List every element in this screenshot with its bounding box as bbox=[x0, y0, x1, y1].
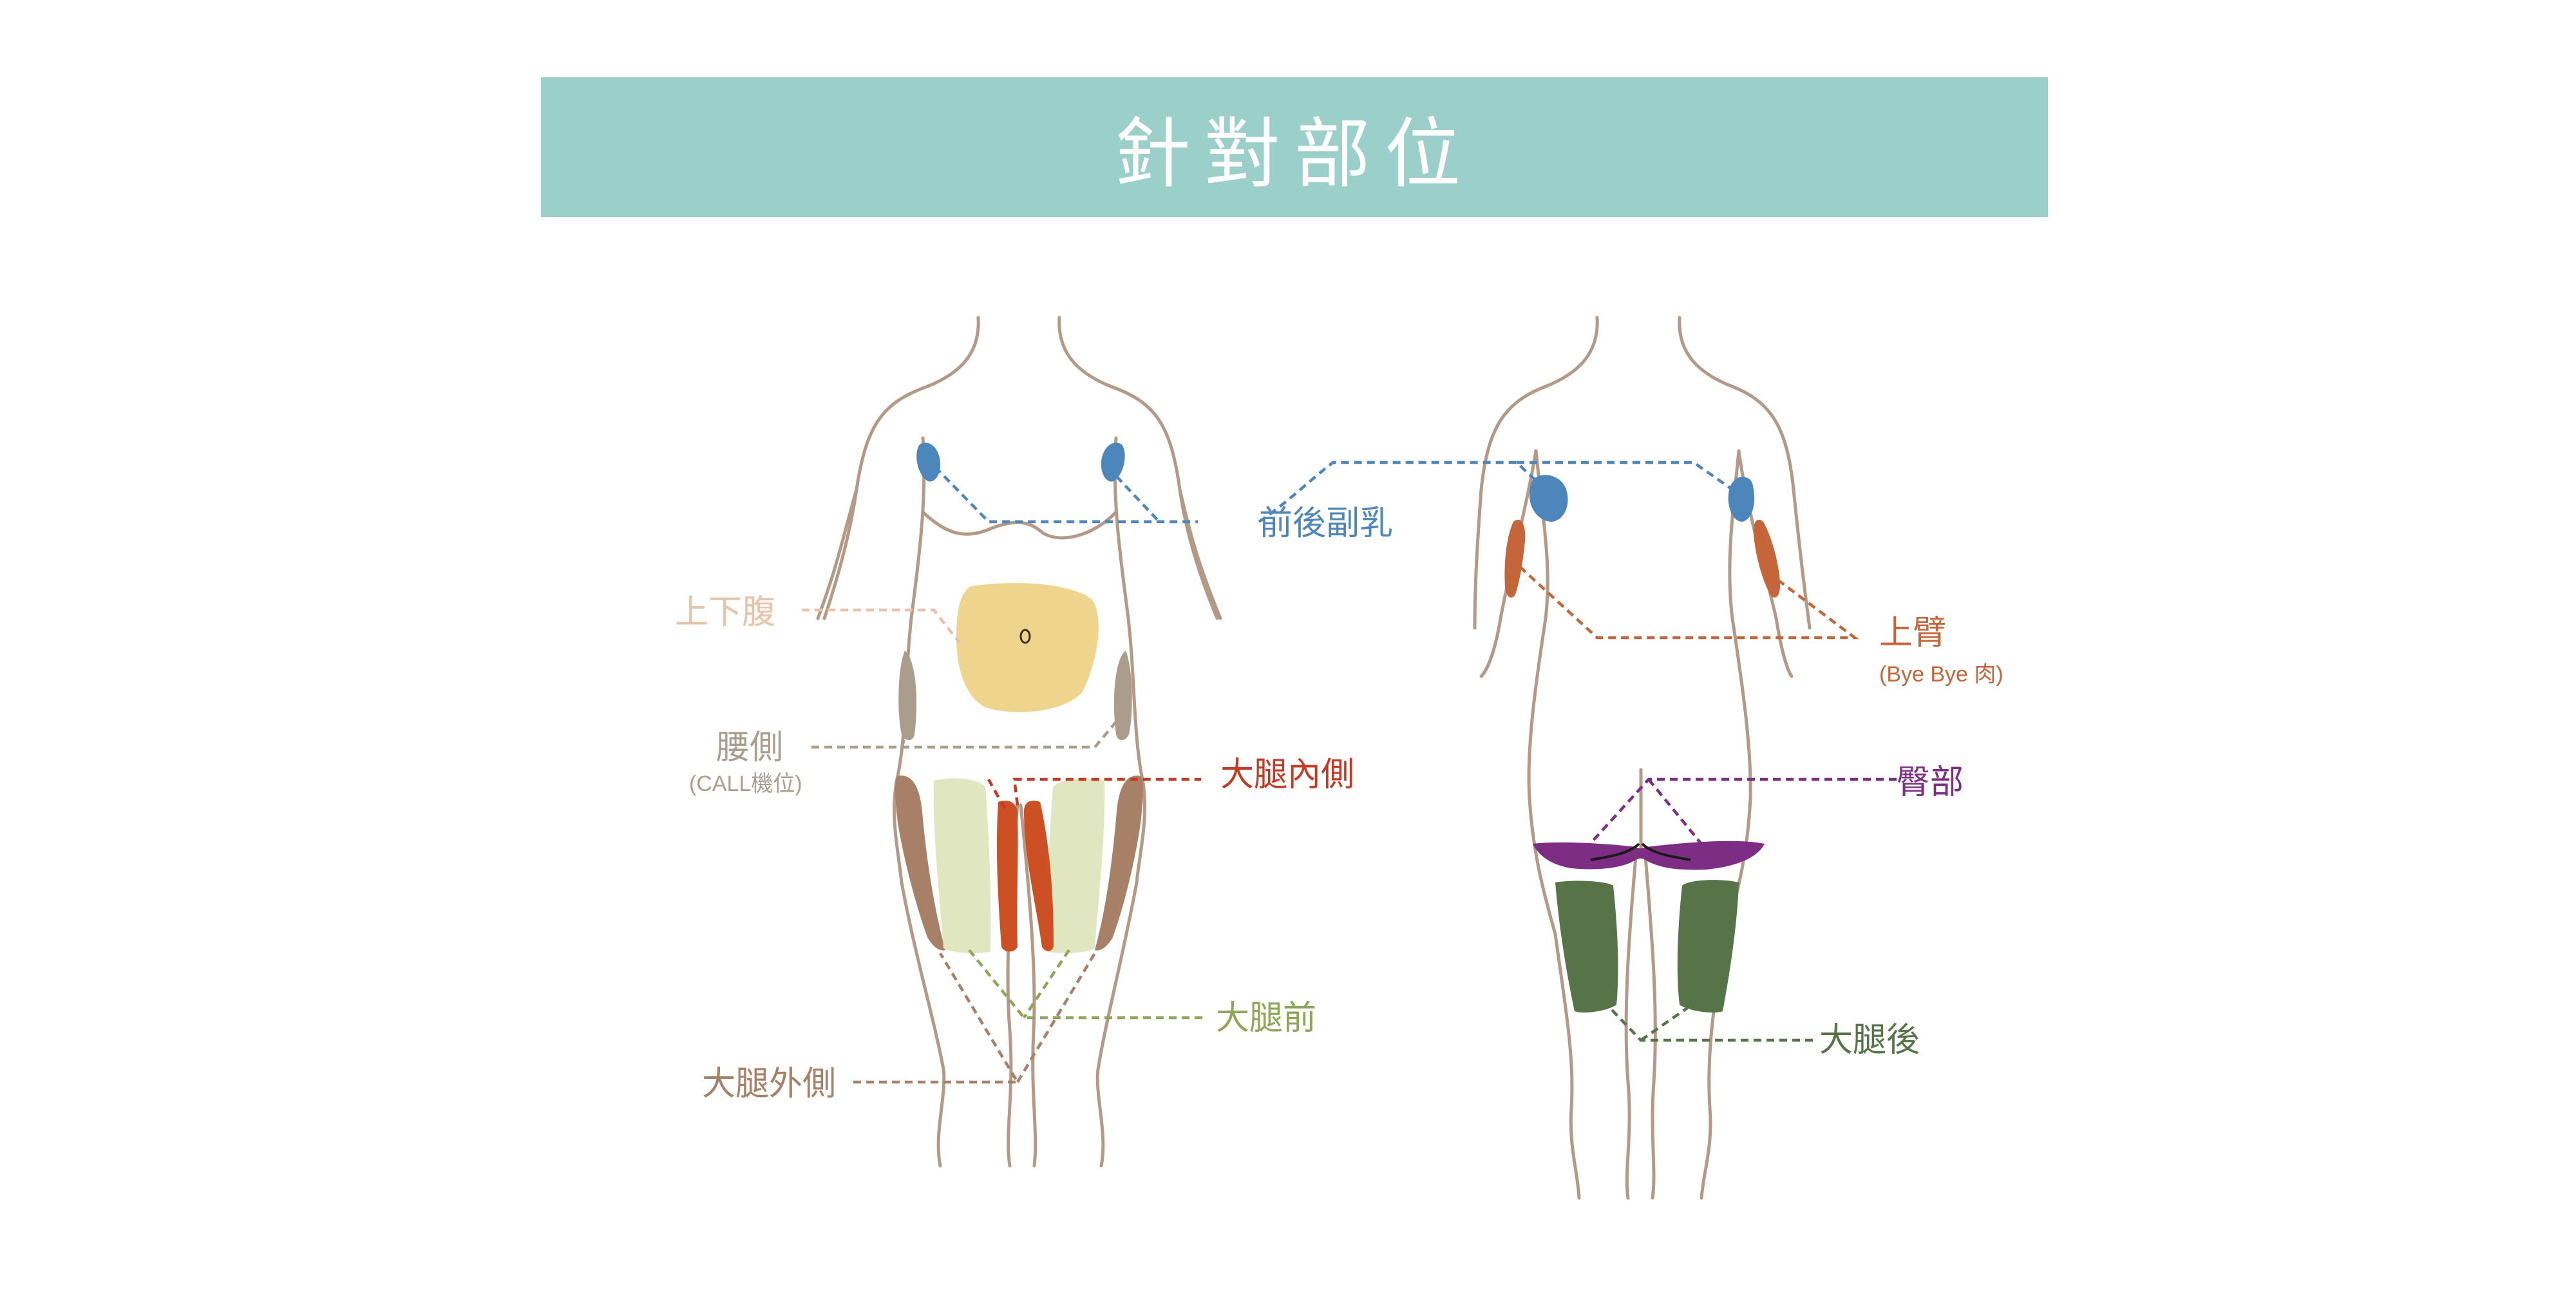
front-breast-side-right bbox=[1101, 442, 1125, 482]
back-left-arm-inner bbox=[1479, 449, 1538, 678]
buttocks-area bbox=[1533, 841, 1765, 870]
front-right-arm-lower bbox=[1178, 488, 1222, 620]
back-target-areas bbox=[1504, 475, 1780, 1013]
area-labels: 前後副乳 上下腹 腰側 (CALL機位) 大腿內側 大腿前 大腿外側 上臂 (B… bbox=[675, 504, 2003, 1103]
outer-thigh-right bbox=[1095, 775, 1144, 951]
waist-area-right bbox=[1113, 651, 1132, 740]
label-buttocks: 臀部 bbox=[1897, 763, 1964, 802]
label-upper-arm-sub: (Bye Bye 肉) bbox=[1879, 662, 2003, 687]
front-body-figure bbox=[816, 316, 1222, 1168]
front-right-leg bbox=[1095, 880, 1139, 1168]
front-left-arm-lower bbox=[816, 488, 858, 620]
breast-side-leader-front bbox=[934, 466, 1198, 524]
front-left-leg bbox=[900, 880, 946, 1168]
buttocks-leader bbox=[1583, 777, 1897, 852]
back-thigh-right bbox=[1677, 880, 1739, 1013]
title-banner: 針對部位 bbox=[541, 77, 2048, 217]
back-torso-left bbox=[1527, 449, 1557, 936]
label-waist-sub: (CALL機位) bbox=[689, 772, 802, 796]
label-breast-side: 前後副乳 bbox=[1259, 504, 1393, 543]
back-left-leg bbox=[1553, 932, 1581, 1200]
label-back-thigh: 大腿後 bbox=[1819, 1021, 1920, 1060]
front-torso-right bbox=[1113, 436, 1147, 884]
outer-thigh-leader bbox=[853, 952, 1096, 1084]
label-abdomen: 上下腹 bbox=[675, 593, 775, 632]
navel bbox=[1019, 629, 1031, 644]
front-body-outline-right bbox=[1057, 316, 1219, 620]
inner-thigh-right bbox=[1024, 801, 1054, 951]
front-thigh-left bbox=[933, 778, 991, 953]
front-inner-leg-right bbox=[1019, 803, 1037, 1168]
back-breast-side-left bbox=[1530, 475, 1568, 522]
waist-leader bbox=[811, 714, 1123, 749]
outer-thigh-left bbox=[895, 775, 945, 951]
back-thigh-left bbox=[1555, 880, 1618, 1013]
buttocks-crease-left bbox=[1590, 842, 1640, 861]
buttocks-crease-right bbox=[1641, 842, 1691, 861]
label-front-thigh: 大腿前 bbox=[1216, 999, 1316, 1038]
label-outer-thigh: 大腿外側 bbox=[702, 1065, 836, 1103]
inner-thigh-leader bbox=[987, 777, 1201, 810]
leader-lines bbox=[802, 461, 1897, 1084]
waist-area-left bbox=[898, 651, 917, 740]
back-inner-leg-right bbox=[1643, 855, 1657, 1200]
breast-side-leader-back bbox=[1258, 461, 1734, 523]
front-thigh-leader bbox=[968, 949, 1204, 1020]
front-thigh-right bbox=[1047, 778, 1105, 953]
abdomen-leader bbox=[802, 608, 961, 644]
back-body-outline-right bbox=[1678, 316, 1812, 630]
label-upper-arm: 上臂 bbox=[1879, 614, 1946, 652]
inner-thigh-left bbox=[996, 801, 1018, 952]
front-target-areas bbox=[895, 442, 1144, 953]
label-waist: 腰側 bbox=[716, 728, 783, 767]
back-breast-side-right bbox=[1728, 477, 1755, 522]
back-inner-leg-left bbox=[1624, 855, 1638, 1200]
label-inner-thigh: 大腿內側 bbox=[1220, 756, 1354, 794]
upper-arm-leader bbox=[1519, 566, 1859, 640]
front-breast-side-left bbox=[916, 442, 941, 482]
back-torso-right bbox=[1724, 449, 1752, 936]
front-bust-line bbox=[921, 510, 1118, 540]
back-thigh-leader bbox=[1609, 1007, 1813, 1042]
back-body-figure bbox=[1473, 316, 1812, 1200]
front-body-outline-left bbox=[822, 316, 980, 620]
upper-arm-left bbox=[1504, 519, 1526, 598]
abdomen-area bbox=[956, 583, 1099, 712]
back-body-outline-left bbox=[1473, 316, 1599, 630]
upper-arm-right bbox=[1753, 519, 1780, 598]
page-title: 針對部位 bbox=[1113, 109, 1475, 198]
